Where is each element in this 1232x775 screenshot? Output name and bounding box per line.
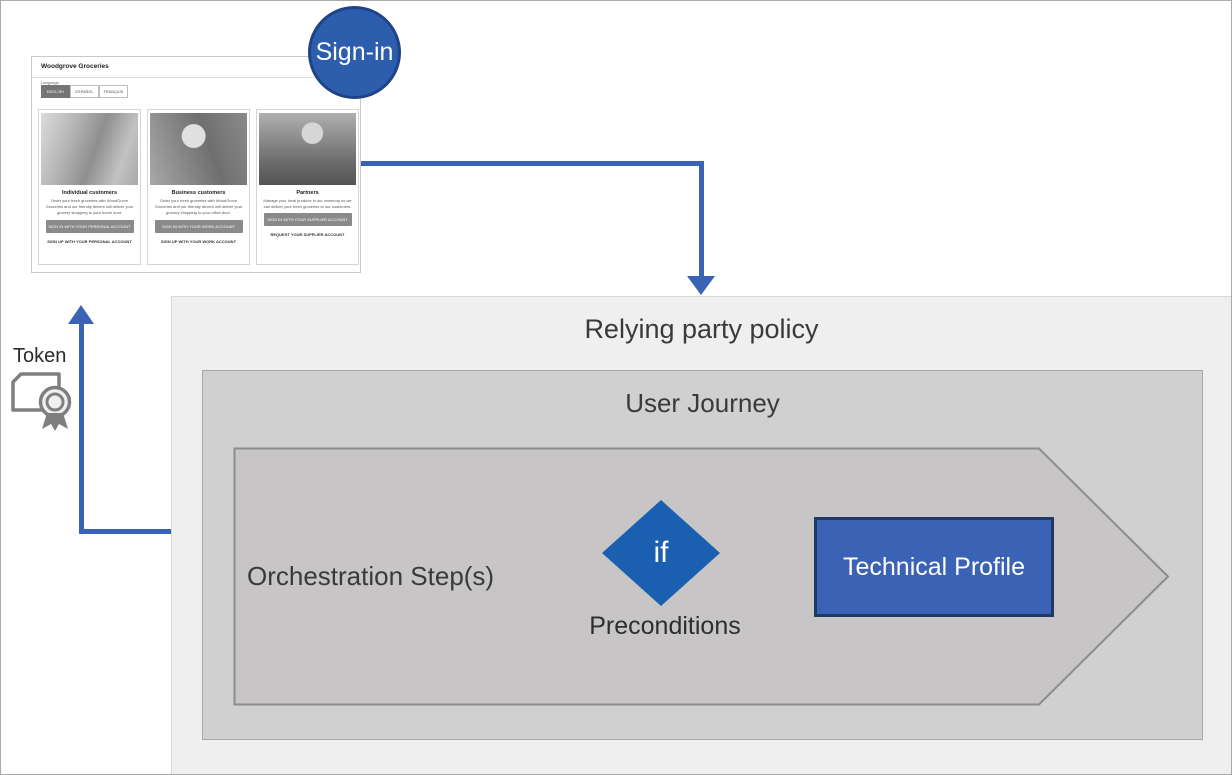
if-condition-diamond: if [602,500,720,606]
token-label: Token [13,345,67,367]
sign-in-badge: Sign-in [308,6,401,99]
signin-arrow-vertical [699,161,704,277]
request-supplier-link[interactable]: REQUEST YOUR SUPPLIER ACCOUNT [270,232,345,238]
card-title: Individual customers [61,190,117,196]
relying-party-policy-title: Relying party policy [584,314,819,344]
card-individual-customers: Individual customers Order your fresh gr… [38,109,141,265]
site-title: Woodgrove Groceries [41,63,109,70]
tab-espanol[interactable]: ESPAÑOL [70,85,99,98]
sign-in-badge-label: Sign-in [315,38,394,66]
tab-francais[interactable]: FRANÇAIS [99,85,128,98]
photo-individual-customers [41,113,138,185]
token-arrow-vertical [79,323,84,534]
orchestration-chevron-shape [233,447,1170,706]
card-description: Order your fresh groceries with WoodGrov… [45,198,134,216]
language-label: Language [41,80,59,85]
signin-arrow-horizontal [361,161,704,166]
orchestration-steps-label: Orchestration Step(s) [247,561,495,591]
photo-partners [259,113,356,185]
card-description: Manage your local produce in our invento… [263,198,352,210]
diamond-shape-icon [602,500,720,606]
signin-arrowhead-icon [687,276,715,295]
token-arrow-horizontal [79,529,171,534]
title-divider [32,77,360,78]
card-title: Partners [296,190,319,196]
card-title: Business customers [171,190,226,196]
relying-party-policy-box: Relying party policy User Journey Orches… [171,296,1231,774]
user-journey-title: User Journey [625,388,780,418]
token-arrowhead-icon [68,305,94,324]
language-tabs: ENGLISH ESPAÑOL FRANÇAIS [41,85,128,98]
user-journey-box: User Journey Orchestration Step(s) if Pr… [202,370,1203,740]
if-label: if [653,536,669,569]
technical-profile-box: Technical Profile [814,517,1054,617]
sign-in-work-button[interactable]: SIGN IN WITH YOUR WORK ACCOUNT [154,219,243,233]
token-certificate-icon [11,372,72,431]
sign-up-personal-link[interactable]: SIGN UP WITH YOUR PERSONAL ACCOUNT [47,238,132,244]
photo-business-customers [150,113,247,185]
customer-cards: Individual customers Order your fresh gr… [38,109,359,265]
sign-in-personal-button[interactable]: SIGN IN WITH YOUR PERSONAL ACCOUNT [45,219,134,233]
card-partners: Partners Manage your local produce in ou… [256,109,359,265]
card-description: Order your fresh groceries with WoodGrov… [154,198,243,216]
card-business-customers: Business customers Order your fresh groc… [147,109,250,265]
browser-mockup: Woodgrove Groceries Language ENGLISH ESP… [31,56,361,273]
tab-english[interactable]: ENGLISH [41,85,70,98]
preconditions-label: Preconditions [589,612,741,640]
sign-in-supplier-button[interactable]: SIGN IN WITH YOUR SUPPLIER ACCOUNT [263,213,352,227]
sign-up-work-link[interactable]: SIGN UP WITH YOUR WORK ACCOUNT [160,238,237,244]
